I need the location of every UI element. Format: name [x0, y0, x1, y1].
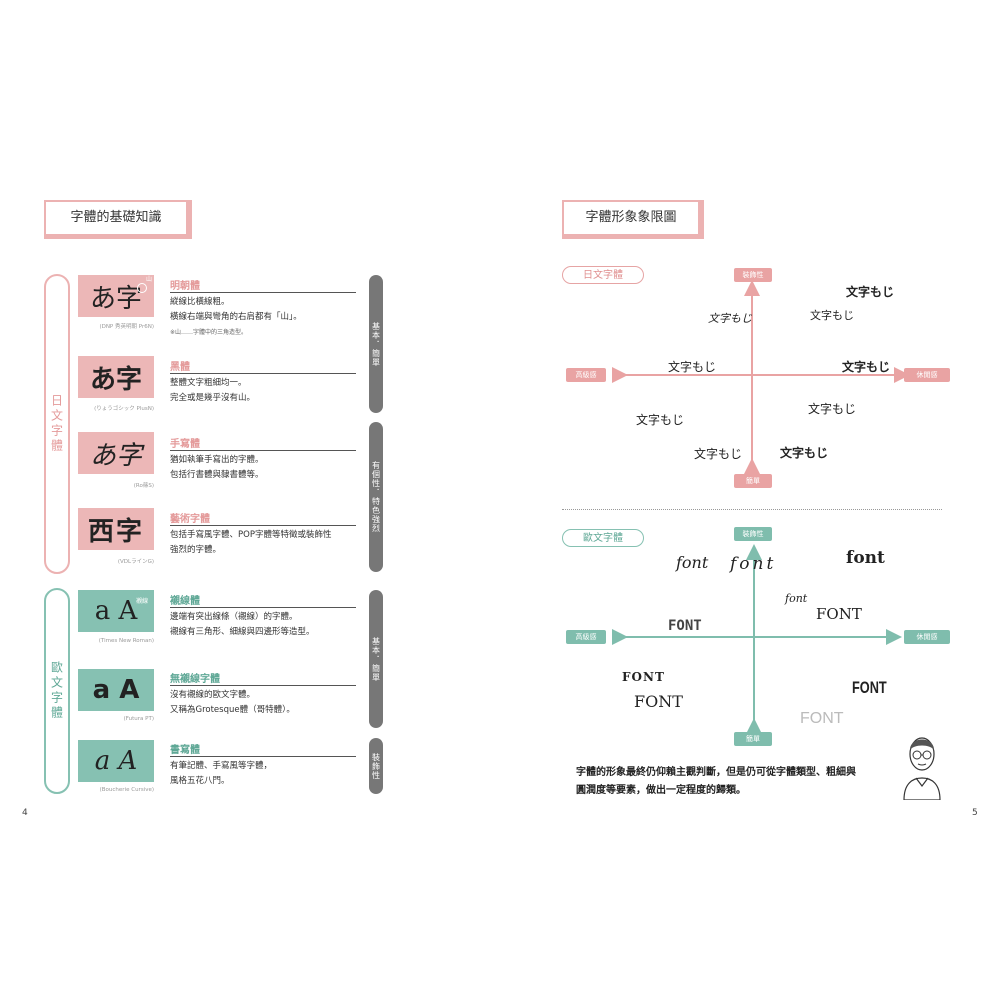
jp-character-bar: 有個性．特色強烈: [369, 422, 383, 572]
en-sample-7: FONT: [622, 670, 665, 684]
handwritten-line-2: 包括行書體與隸書體等。: [170, 470, 264, 480]
handwritten-rule: [170, 450, 356, 451]
sans-line-2: 又稱為Grotesque體（哥特體）。: [170, 705, 295, 715]
sans-line-1: 沒有襯線的歐文字體。: [170, 690, 256, 700]
caption-line-1: 字體的形象最終仍仰賴主觀判斷，但是仍可從字體類型、粗細與: [576, 767, 856, 778]
sans-rule: [170, 685, 356, 686]
jp-axis-bottom: 簡單: [734, 474, 772, 488]
mincho-title: 明朝體: [170, 281, 200, 292]
en-sample-6: FONT: [668, 618, 702, 634]
jp-axis-left: 高級感: [566, 368, 606, 382]
jp-sample-7: 文字もじ: [636, 413, 685, 427]
left-page-header: 字體的基礎知識: [44, 200, 192, 239]
en-axis-bottom: 簡單: [734, 732, 772, 746]
en-sample-5: FONT: [816, 605, 862, 623]
en-chart-axes: [612, 544, 902, 734]
chart-separator: [562, 509, 942, 510]
western-group-bracket: 歐文字體: [44, 588, 70, 794]
mincho-sample: あ字: [78, 275, 154, 317]
left-page-number: 4: [22, 808, 28, 818]
right-page-header: 字體形象象限圖: [562, 200, 704, 239]
gothic-title: 黑體: [170, 362, 190, 373]
gothic-sample: あ字: [78, 356, 154, 398]
jp-basic-bar: 基本．簡單: [369, 275, 383, 413]
serif-sample: a A: [78, 590, 154, 632]
display-title: 藝術字體: [170, 514, 210, 525]
serif-rule: [170, 607, 356, 608]
jp-sample-4: 文字もじ: [668, 360, 717, 374]
right-page-header-text: 字體形象象限圖: [585, 210, 677, 225]
jp-sample-8: 文字もじ: [694, 447, 743, 461]
sans-sample: a A: [78, 669, 154, 711]
mincho-rule: [170, 292, 356, 293]
en-sample-3: font: [846, 548, 885, 568]
jp-sample-6: 文字もじ: [808, 402, 857, 416]
script-rule: [170, 756, 356, 757]
en-sample-1: font: [676, 553, 709, 572]
right-page-number: 5: [972, 808, 978, 818]
yama-callout-label: 山: [146, 276, 153, 283]
script-sample: a A: [78, 740, 154, 782]
en-sample-2: font: [730, 554, 777, 574]
jp-chart-axes: [612, 280, 910, 474]
serif-line-2: 襯線有三角形、細線與四邊形等造型。: [170, 627, 315, 637]
gothic-line-2: 完全或是幾乎沒有山。: [170, 393, 256, 403]
en-sample-8: FONT: [634, 692, 683, 711]
person-illustration: [903, 737, 941, 800]
jp-chart-tag: 日文字體: [562, 266, 644, 284]
display-line-1: 包括手寫風字體、POP字體等特徵或裝飾性: [170, 530, 332, 540]
caption-line-2: 圓潤度等要素，做出一定程度的歸類。: [576, 785, 746, 796]
gothic-rule: [170, 373, 356, 374]
handwritten-title: 手寫體: [170, 439, 200, 450]
en-sample-9: FONT: [852, 678, 887, 697]
japanese-group-label: 日文字體: [48, 390, 66, 458]
handwritten-line-1: 猶如執筆手寫出的字體。: [170, 455, 264, 465]
sans-font-name: (Futura PT): [123, 716, 154, 722]
jp-sample-9: 文字もじ: [780, 446, 829, 460]
en-axis-right: 休閒感: [904, 630, 950, 644]
serif-line-1: 邊端有突出線條（襯線）的字體。: [170, 612, 298, 622]
gothic-font-name: (りょうゴシック PlusN): [94, 406, 154, 412]
mincho-line-1: 縱線比橫線粗。: [170, 297, 230, 307]
en-sample-10: FONT: [800, 710, 844, 727]
jp-axis-top: 裝飾性: [734, 268, 772, 282]
display-font-name: (VDLラインG): [117, 559, 154, 565]
jp-sample-2: 文字もじ: [708, 312, 752, 325]
jp-sample-3: 文字もじ: [810, 309, 854, 322]
sans-title: 無襯線字體: [170, 674, 220, 685]
en-axis-top: 裝飾性: [734, 527, 772, 541]
en-basic-bar: 基本．簡單: [369, 590, 383, 728]
jp-sample-1: 文字もじ: [846, 285, 895, 299]
script-title: 書寫體: [170, 745, 200, 756]
jp-axis-right: 休閒感: [904, 368, 950, 382]
en-decorative-bar: 裝飾性: [369, 738, 383, 794]
jp-sample-5: 文字もじ: [842, 360, 891, 374]
japanese-group-bracket: 日文字體: [44, 274, 70, 574]
en-sample-4: font: [785, 592, 808, 605]
yama-callout-circle: [137, 283, 147, 293]
serif-callout-label: 襯線: [136, 598, 149, 605]
left-page-header-text: 字體的基礎知識: [70, 210, 162, 225]
display-rule: [170, 525, 356, 526]
mincho-line-2: 橫線右端與彎角的右肩都有「山」。: [170, 312, 302, 322]
script-font-name: (Boucherie Cursive): [99, 787, 154, 793]
mincho-note: ※山……字體中的三角造型。: [170, 329, 248, 336]
script-line-1: 有筆記體、手寫風等字體，: [170, 761, 273, 771]
handwritten-sample: あ字: [78, 432, 154, 474]
western-group-label: 歐文字體: [48, 657, 66, 725]
en-chart-tag: 歐文字體: [562, 529, 644, 547]
mincho-font-name: (DNP 秀英明朝 Pr6N): [99, 324, 154, 330]
en-axis-left: 高級感: [566, 630, 606, 644]
script-line-2: 風格五花八門。: [170, 776, 230, 786]
display-sample: 西字: [78, 508, 154, 550]
display-line-2: 強烈的字體。: [170, 545, 222, 555]
gothic-line-1: 整體文字粗細均一。: [170, 378, 247, 388]
serif-font-name: (Times New Roman): [98, 638, 154, 644]
serif-title: 襯線體: [170, 596, 200, 607]
handwritten-font-name: (Ro篠S): [133, 483, 154, 489]
